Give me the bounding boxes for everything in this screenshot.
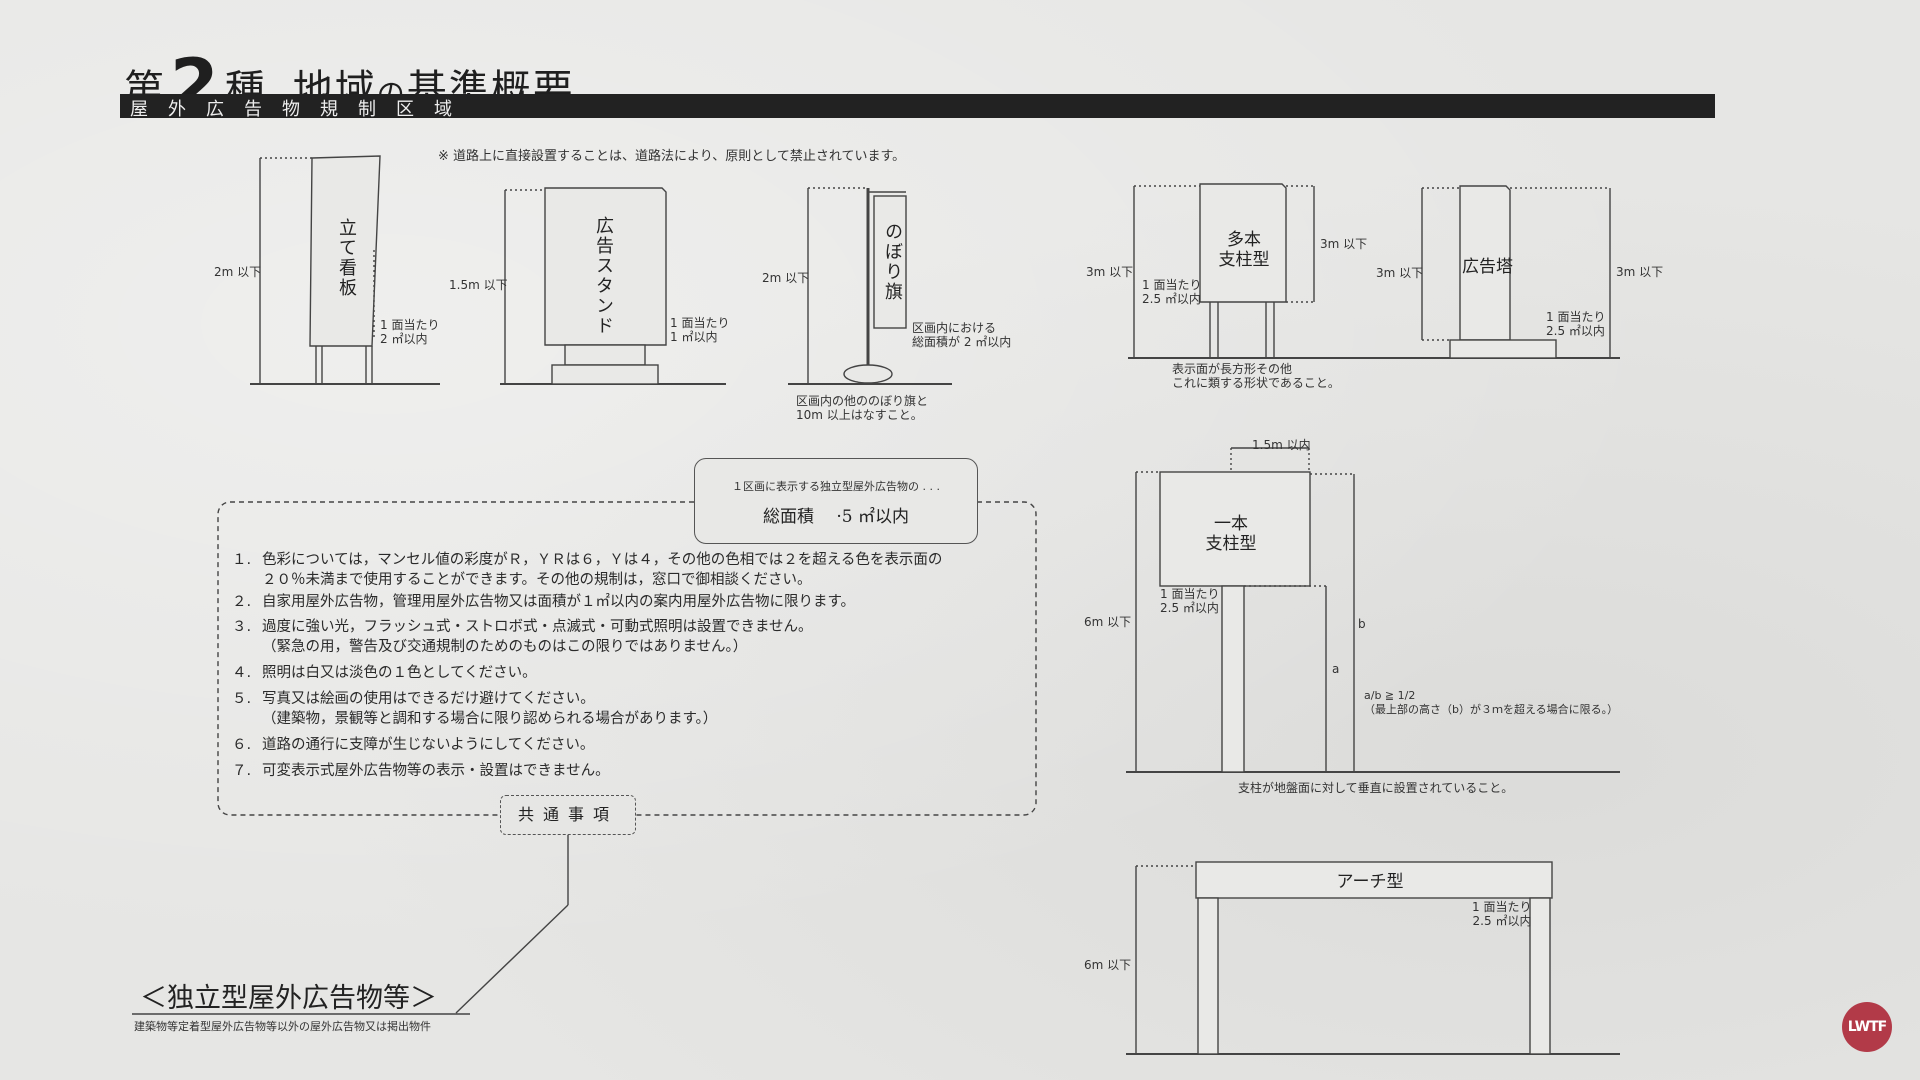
total-area-callout: １区画に表示する独立型屋外広告物の . . . 総面積 ·5 ㎡以内 — [694, 458, 978, 544]
shape-note: 表示面が長方形その他 これに類する形状であること。 — [1172, 362, 1340, 390]
tahon-drawing — [1128, 183, 1356, 359]
tate-area: 1 面当たり 2 ㎡以内 — [380, 318, 440, 346]
rule-item: ６.道路の通行に支障が生じないようにしてください。 — [232, 737, 595, 753]
tower-height-left: 3m 以下 — [1376, 266, 1424, 280]
rule-item: ２.自家用屋外広告物，管理用屋外広告物又は面積が１㎡以内の案内用屋外広告物に限り… — [232, 594, 856, 610]
ippon-height: 6m 以下 — [1084, 615, 1132, 629]
ippon-label-a: a — [1332, 662, 1340, 676]
rule-item: １.色彩については，マンセル値の彩度がＲ，ＹＲは６，Ｙは４，その他の色相では２を… — [232, 552, 943, 588]
ippon-vertical-note: 支柱が地盤面に対して垂直に設置されていること。 — [1238, 781, 1514, 795]
tower-name: 広告塔 — [1462, 257, 1513, 277]
tate-height: 2m 以下 — [214, 265, 262, 279]
road-note: ※ 道路上に直接設置することは、道路法により、原則として禁止されています。 — [438, 149, 906, 164]
arch-name: アーチ型 — [1336, 872, 1404, 892]
band-text: 屋外広告物規制区域 — [130, 99, 472, 120]
tower-height-right: 3m 以下 — [1616, 265, 1664, 279]
tate-kanban-drawing — [250, 155, 440, 385]
arch-area: 1 面当たり 2.5 ㎡以内 — [1472, 900, 1532, 928]
rules-box — [132, 501, 1037, 1015]
ippon-label-b: b — [1358, 617, 1366, 631]
callout-sub: １区画に表示する独立型屋外広告物の . . . — [732, 480, 940, 493]
rule-item: ５.写真又は絵画の使用はできるだけ避けてください。（建築物，景観等と調和する場合… — [232, 691, 718, 727]
tahon-area: 1 面当たり 2.5 ㎡以内 — [1142, 278, 1202, 306]
logo: LWTF — [1842, 1002, 1892, 1052]
tahon-name: 多本 支柱型 — [1218, 230, 1270, 270]
ippon-drawing — [1126, 447, 1620, 773]
arch-drawing — [1126, 861, 1620, 1055]
arch-height: 6m 以下 — [1084, 958, 1132, 972]
tower-area: 1 面当たり 2.5 ㎡以内 — [1546, 310, 1606, 338]
rule-item: ３.過度に強い光，フラッシュ式・ストロボ式・点滅式・可動式照明は設置できません。… — [232, 619, 813, 655]
tower-drawing — [1356, 185, 1620, 359]
ippon-ratio: a/b ≧ 1/2 （最上部の高さ（b）が３ｍを超える場合に限る。） — [1364, 689, 1619, 716]
common-items-label: 共通事項 — [500, 795, 636, 835]
rule-item: ７.可変表示式屋外広告物等の表示・設置はできません。 — [232, 763, 610, 779]
nobori-height: 2m 以下 — [762, 271, 810, 285]
footer-subtitle: 建築物等定着型屋外広告物等以外の屋外広告物又は掲出物件 — [134, 1020, 431, 1033]
header-band: 屋外広告物規制区域 — [120, 94, 1715, 120]
ippon-area: 1 面当たり 2.5 ㎡以内 — [1160, 587, 1220, 615]
stand-height: 1.5m 以下 — [449, 278, 508, 292]
tahon-height-left: 3m 以下 — [1086, 265, 1134, 279]
stand-name: 広告スタンド — [593, 216, 614, 336]
stand-area: 1 面当たり 1 ㎡以内 — [670, 316, 730, 344]
rule-item: ４.照明は白又は淡色の１色としてください。 — [232, 665, 537, 681]
stand-drawing — [500, 187, 726, 385]
nobori-area: 区画内における 総面積が 2 ㎡以内 — [912, 321, 1012, 349]
footer-title: ＜独立型屋外広告物等＞ — [140, 983, 437, 1014]
nobori-note: 区画内の他ののぼり旗と 10m 以上はなすこと。 — [796, 394, 929, 422]
tate-name: 立て看板 — [336, 218, 357, 298]
nobori-drawing — [788, 187, 952, 385]
nobori-name: のぼり旗 — [882, 222, 903, 302]
callout-main: 総面積 ·5 ㎡以内 — [762, 507, 910, 527]
ippon-name: 一本 支柱型 — [1205, 514, 1257, 554]
ippon-width: 1.5m 以内 — [1252, 438, 1311, 452]
tahon-height-right: 3m 以下 — [1320, 237, 1368, 251]
